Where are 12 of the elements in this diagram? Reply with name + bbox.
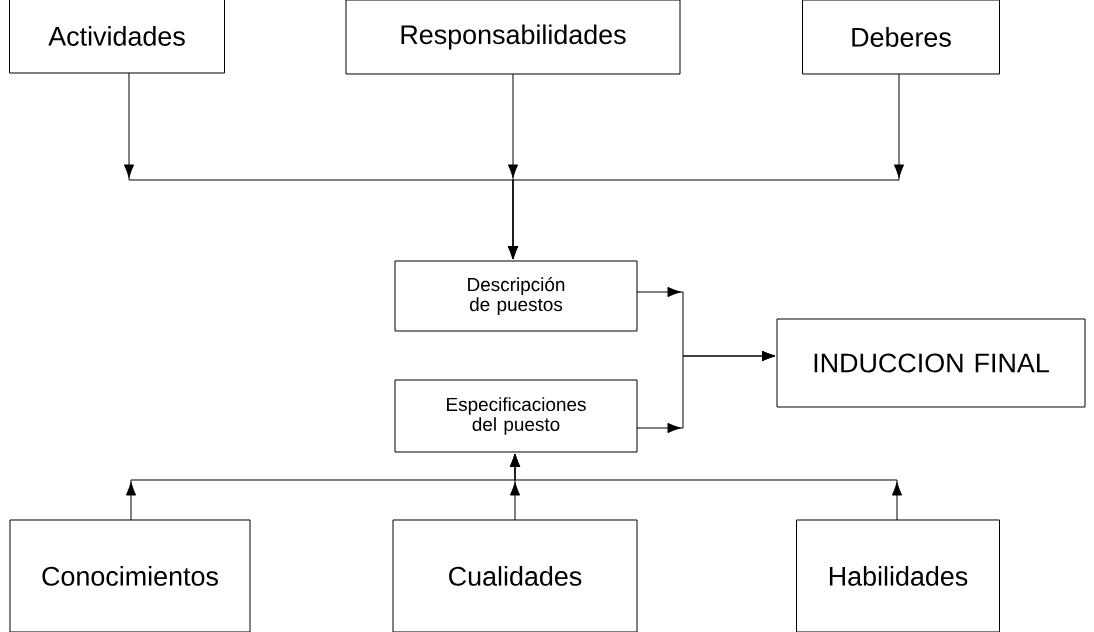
process-box: Habilidades bbox=[796, 519, 1000, 632]
process-box: Cualidades bbox=[392, 519, 638, 632]
process-box: Responsabilidades bbox=[345, 0, 681, 75]
process-box: Deberes bbox=[802, 0, 1000, 75]
arrow bbox=[509, 453, 903, 521]
arrow bbox=[507, 73, 905, 260]
arrow bbox=[636, 350, 776, 434]
process-box: Conocimientos bbox=[9, 519, 251, 632]
process-box: Descripción de puestos bbox=[394, 260, 638, 332]
process-box: Actividades bbox=[9, 0, 225, 74]
process-box: INDUCCION FINAL bbox=[776, 318, 1086, 408]
process-box: Especificaciones del puesto bbox=[394, 379, 638, 453]
